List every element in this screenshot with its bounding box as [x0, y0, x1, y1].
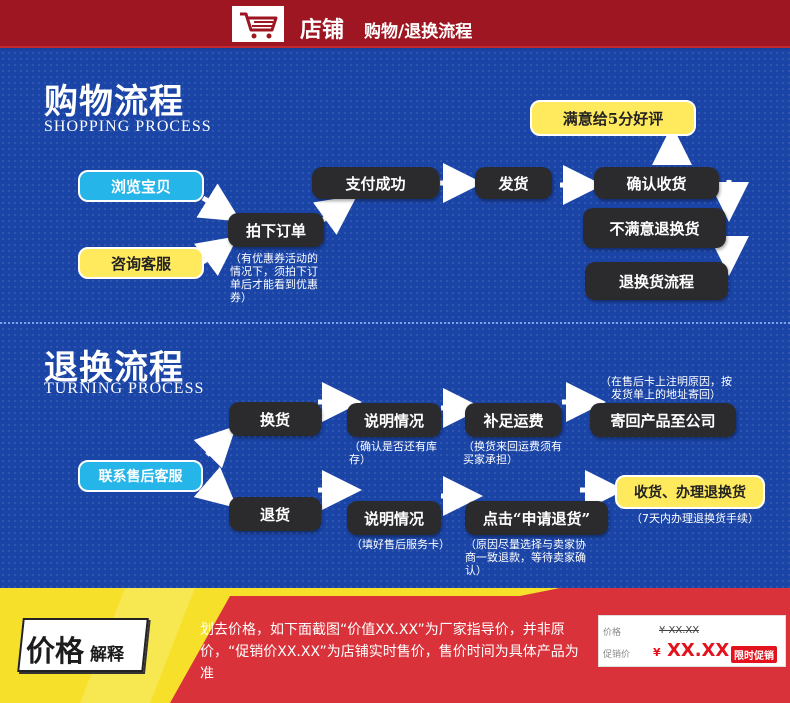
return-process-step: 退换货流程 [585, 262, 728, 300]
explain-situation-refund-step: 说明情况 [347, 501, 441, 535]
receive-process-note: （7天内办理退换货手续） [631, 512, 759, 525]
pay-postage-note: （换货来回运费须有买家承担） [463, 440, 562, 466]
apply-return-note: （原因尽量选择与卖家协商一致退款，等待卖家确认） [465, 538, 586, 577]
place-order-step: 拍下订单 [228, 213, 324, 247]
explain-situation-exchange-step: 说明情况 [347, 403, 441, 437]
limited-promo-badge: 限时促销 [731, 646, 777, 663]
explain-situation-refund-note: （填好售后服务卡） [351, 538, 450, 551]
price-badge-main: 价格 [26, 634, 85, 668]
page-subtitle: 购物/退换流程 [364, 22, 473, 42]
receive-process-step: 收货、办理退换货 [615, 475, 765, 509]
tag-promo-price: ¥ XX.XX [653, 640, 729, 661]
shipping-step: 发货 [475, 167, 552, 199]
payment-success-step: 支付成功 [312, 167, 439, 199]
place-order-note: （有优惠券活动的情况下，须拍下订单后才能看到优惠券） [230, 252, 318, 304]
shopping-title: 购物流程 [44, 82, 184, 122]
exchange-step: 换货 [229, 402, 321, 436]
tag-label-promo: 促销价 [603, 650, 631, 660]
flow-arrows [193, 125, 749, 516]
refund-step: 退货 [229, 497, 321, 531]
shopping-subtitle-en: SHOPPING PROCESS [44, 118, 212, 135]
header-bar: 店铺 购物/退换流程 [0, 0, 790, 48]
send-back-note: （在售后卡上注明原因，按发货单上的地址寄回） [600, 375, 732, 401]
price-badge-sub: 解释 [90, 645, 124, 665]
contact-after-sales-step: 联系售后客服 [78, 460, 203, 492]
browse-products-step: 浏览宝贝 [78, 170, 204, 202]
section-divider [0, 322, 790, 324]
shopping-cart-icon [232, 6, 284, 42]
tag-original-price: ¥ XX.XX [659, 625, 700, 636]
confirm-receipt-step: 确认收货 [594, 167, 719, 199]
unsatisfied-return-step: 不满意退换货 [583, 208, 726, 248]
shop-title: 店铺 [300, 17, 345, 43]
tag-label-original: 价格 [603, 628, 622, 638]
consult-service-step: 咨询客服 [78, 247, 204, 279]
explain-situation-exchange-note: （确认是否还有库存） [349, 440, 437, 466]
send-back-product-step: 寄回产品至公司 [590, 403, 736, 437]
price-tag-sample: 价格 ¥ XX.XX 促销价 ¥ XX.XX 限时促销 [598, 615, 786, 667]
apply-return-step: 点击“申请退货” [465, 501, 608, 535]
returns-title: 退换流程 [44, 348, 184, 388]
pay-postage-step: 补足运费 [465, 403, 562, 437]
tag-currency: ¥ [653, 646, 661, 659]
process-panel: 购物流程 SHOPPING PROCESS [0, 50, 790, 588]
returns-subtitle-en: TURNING PROCESS [44, 380, 205, 397]
five-star-review-step: 满意给5分好评 [530, 100, 696, 136]
price-explanation-text: 划去价格，如下面截图“价值XX.XX”为厂家指导价，并非原价，“促销价XX.XX… [200, 622, 579, 682]
tag-promo-value: XX.XX [666, 640, 730, 661]
